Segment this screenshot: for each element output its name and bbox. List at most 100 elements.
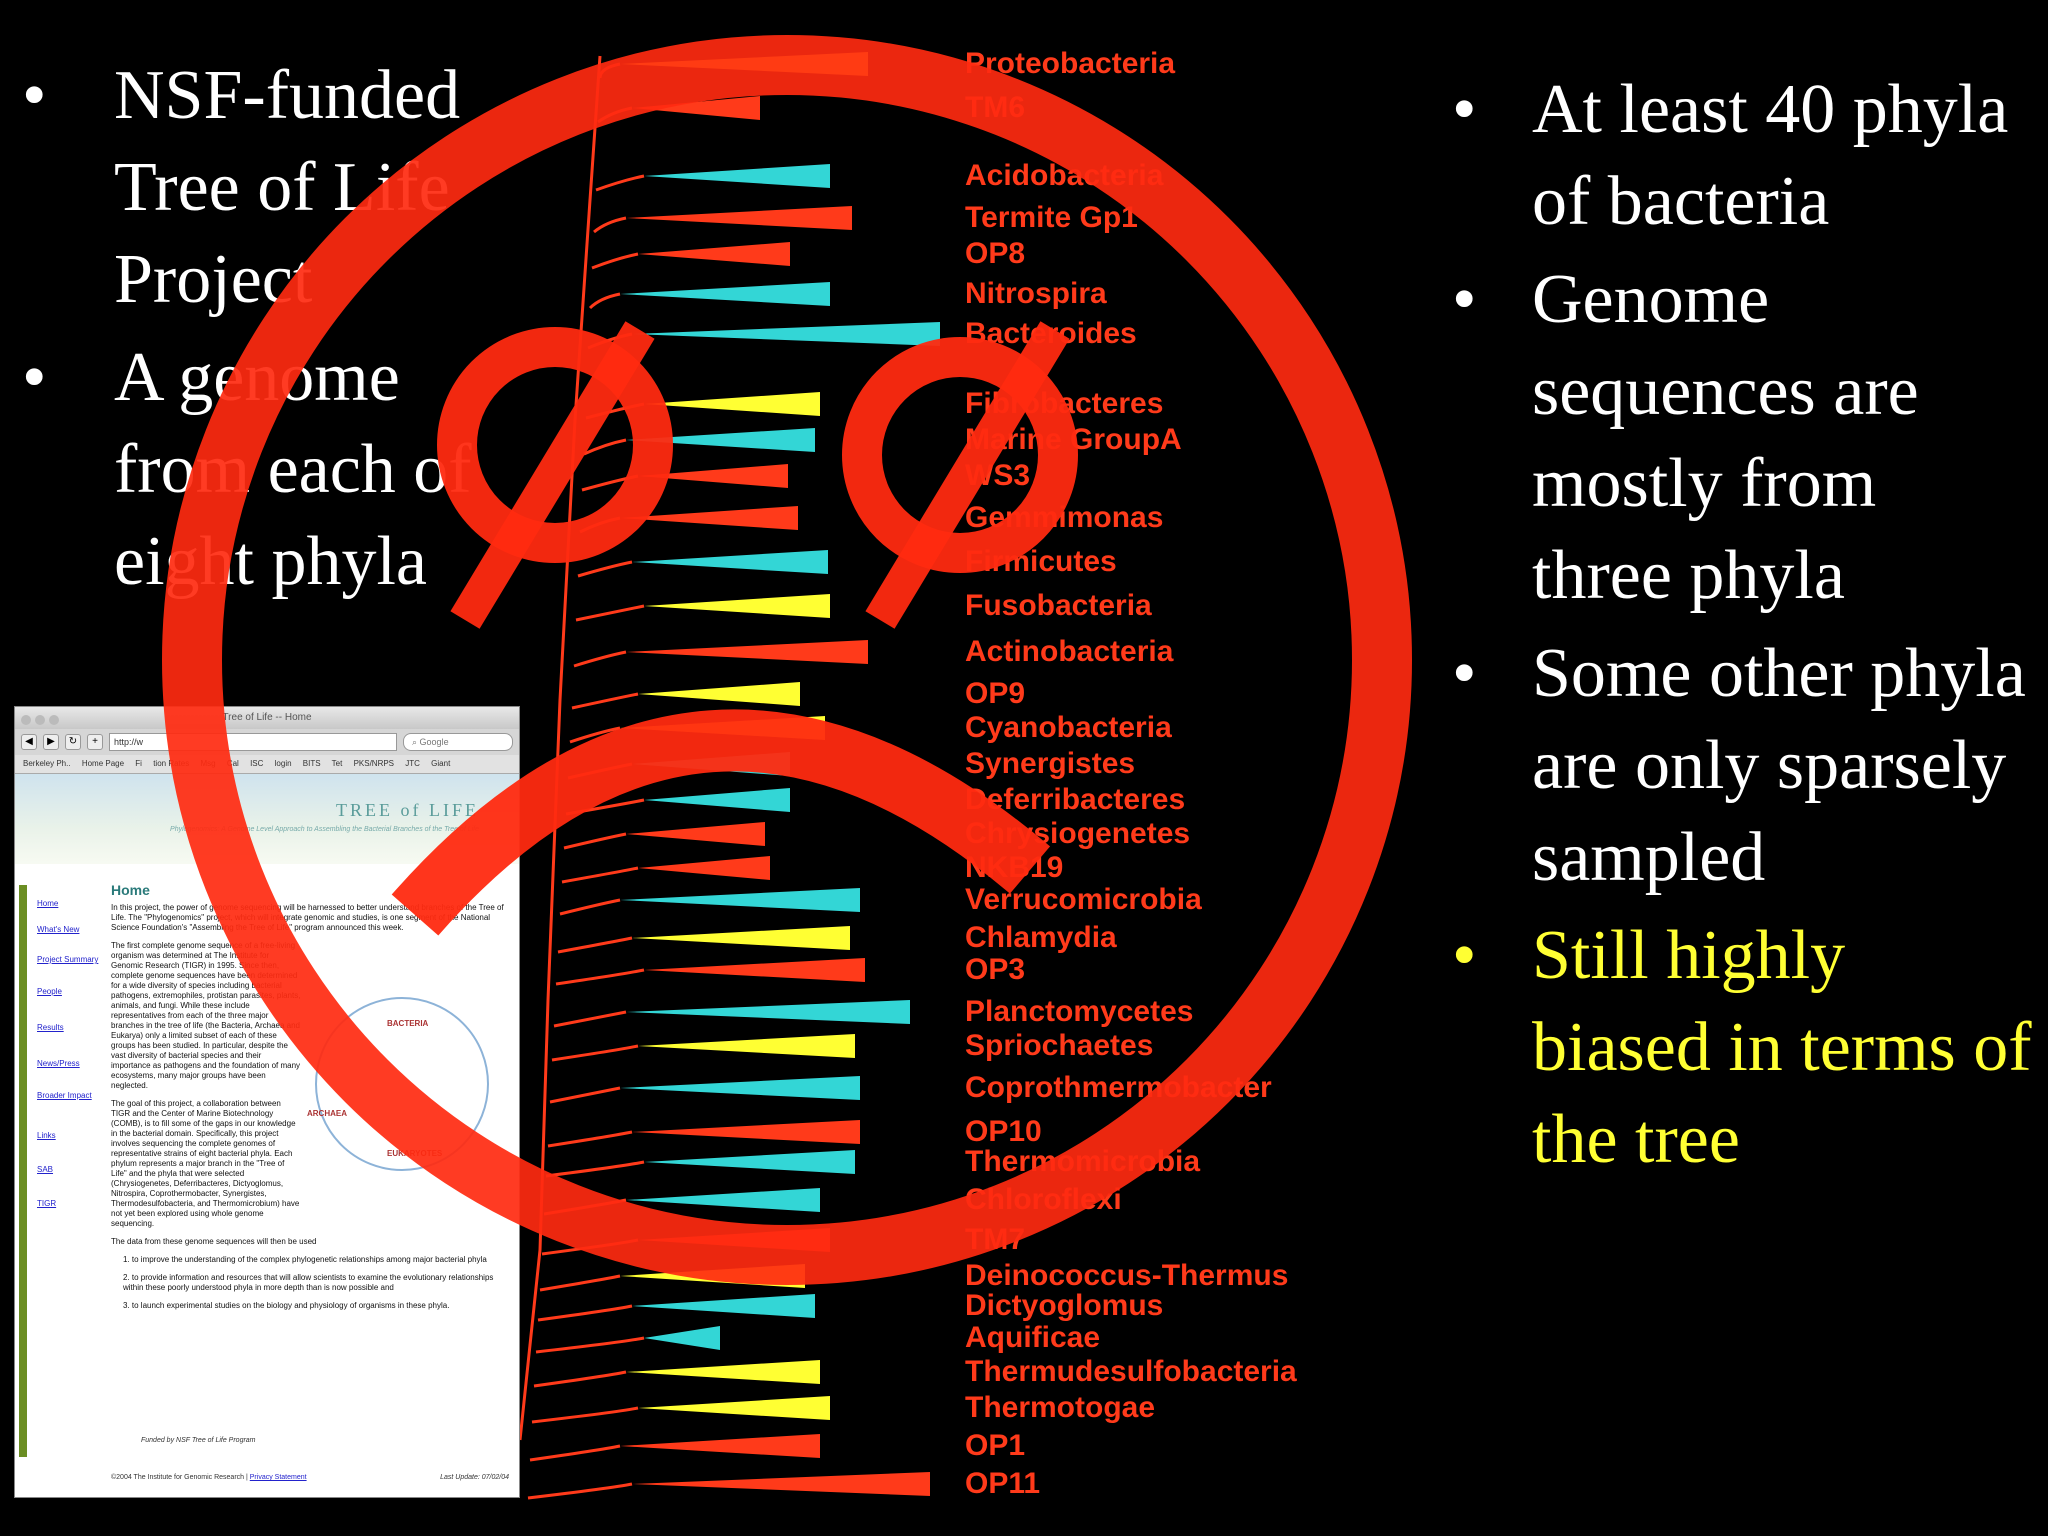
add-icon[interactable]: + bbox=[87, 734, 103, 750]
bookmark-item[interactable]: Cal bbox=[226, 759, 239, 768]
phylum-wedge bbox=[632, 1294, 815, 1318]
phylum-label: Fusobacteria bbox=[965, 589, 1152, 622]
phylum-label: WS3 bbox=[965, 459, 1031, 492]
phylum-wedge bbox=[620, 1076, 860, 1100]
tree-branch bbox=[588, 292, 621, 310]
tree-branch bbox=[569, 726, 621, 744]
phylum-label: Thermudesulfobacteria bbox=[965, 1355, 1297, 1388]
phylum-wedge bbox=[620, 52, 868, 76]
tree-branch bbox=[583, 438, 627, 456]
phylum-label: OP10 bbox=[965, 1115, 1042, 1148]
phylum-wedge bbox=[620, 888, 860, 912]
search-placeholder: Google bbox=[419, 737, 449, 747]
diagram-label-archaea: ARCHAEA bbox=[307, 1109, 347, 1118]
nav-results[interactable]: Results bbox=[37, 1023, 64, 1032]
bookmark-item[interactable]: JTC bbox=[405, 759, 420, 768]
browser-title: Tree of Life -- Home bbox=[222, 712, 312, 723]
tree-branch bbox=[551, 1044, 639, 1062]
bullet-genome-eight-phyla: A genome from each of eight phyla bbox=[22, 332, 482, 608]
phylum-wedge bbox=[626, 1360, 820, 1384]
tree-branch bbox=[535, 1336, 645, 1354]
nav-home[interactable]: Home bbox=[37, 899, 59, 908]
phylum-wedge bbox=[632, 322, 940, 346]
diagram-label-bacteria: BACTERIA bbox=[387, 1019, 429, 1028]
bullet-forty-phyla: At least 40 phyla of bacteria bbox=[1452, 64, 2032, 248]
tree-branch bbox=[527, 1482, 633, 1500]
tree-branch bbox=[581, 474, 639, 492]
phylum-label: Termite Gp1 bbox=[965, 201, 1138, 234]
nav-sab[interactable]: SAB bbox=[37, 1165, 54, 1174]
nav-broader-impact[interactable]: Broader Impact bbox=[37, 1091, 92, 1100]
phylum-label: OP9 bbox=[965, 677, 1026, 710]
bookmark-item[interactable]: PKS/NRPS bbox=[353, 759, 395, 768]
content-list-item: 3. to launch experimental studies on the… bbox=[123, 1301, 450, 1310]
phylum-label: Verrucomicrobia bbox=[965, 883, 1202, 916]
phylum-wedge bbox=[626, 1188, 820, 1212]
diagram-label-eukaryotes: EUKARYOTES bbox=[387, 1149, 443, 1158]
nav-news-press[interactable]: News/Press bbox=[37, 1059, 80, 1068]
tree-branch bbox=[591, 252, 639, 270]
phylum-wedge bbox=[626, 640, 868, 664]
phylum-wedge bbox=[632, 1120, 860, 1144]
site-footer: Funded by NSF Tree of Life Program ©2004… bbox=[111, 1437, 509, 1481]
phylum-label: Proteobacteria bbox=[965, 47, 1176, 80]
close-icon[interactable] bbox=[21, 715, 31, 725]
phylum-wedge bbox=[644, 164, 830, 188]
bookmark-item[interactable]: Msg bbox=[200, 759, 216, 768]
phylum-wedge bbox=[632, 926, 850, 950]
tree-branch bbox=[547, 1130, 633, 1148]
phylum-wedge bbox=[638, 1034, 855, 1058]
nav-tigr[interactable]: TIGR bbox=[37, 1199, 57, 1208]
tree-of-life-diagram: BACTERIA ARCHAEA EUKARYOTES bbox=[307, 997, 489, 1171]
content-paragraph: The first complete genome sequence of a … bbox=[111, 941, 301, 1090]
minimize-icon[interactable] bbox=[35, 715, 45, 725]
phylum-label: NKB19 bbox=[965, 851, 1064, 884]
phylum-label: Cyanobacteria bbox=[965, 711, 1172, 744]
bookmark-item[interactable]: Tet bbox=[331, 759, 343, 768]
zoom-icon[interactable] bbox=[49, 715, 59, 725]
tree-branch bbox=[537, 1304, 633, 1322]
phylum-wedge bbox=[638, 464, 788, 488]
tree-branch bbox=[563, 832, 627, 850]
bookmark-item[interactable]: login bbox=[274, 759, 292, 768]
address-bar[interactable]: http://w bbox=[109, 733, 397, 751]
nav-links[interactable]: Links bbox=[37, 1131, 56, 1140]
tree-branch bbox=[573, 650, 627, 668]
reload-icon[interactable]: ↻ bbox=[65, 734, 81, 750]
phylum-wedge bbox=[632, 1472, 930, 1496]
tree-branch bbox=[559, 898, 621, 916]
phylum-label: Acidobacteria bbox=[965, 159, 1164, 192]
bookmark-item[interactable]: ISC bbox=[250, 759, 264, 768]
forward-icon[interactable]: ▶ bbox=[43, 734, 59, 750]
tree-branch bbox=[557, 936, 633, 954]
phylum-wedge bbox=[626, 428, 815, 452]
content-list-item: 2. to provide information and resources … bbox=[123, 1273, 494, 1292]
search-input[interactable]: ⌕ Google bbox=[403, 733, 513, 751]
content-paragraph: In this project, the power of genome seq… bbox=[111, 903, 504, 932]
bookmark-item[interactable]: tion Rates bbox=[153, 759, 190, 768]
phylum-label: Fibrobacteres bbox=[965, 387, 1164, 420]
phylum-label: Coprothmermobacter bbox=[965, 1071, 1272, 1104]
nav-project-summary[interactable]: Project Summary bbox=[37, 955, 99, 964]
bookmark-item[interactable]: Giant bbox=[431, 759, 451, 768]
back-icon[interactable]: ◀ bbox=[21, 734, 37, 750]
nav-people[interactable]: People bbox=[37, 987, 62, 996]
bookmark-item[interactable]: BITS bbox=[302, 759, 321, 768]
content-list-item: 1. to improve the understanding of the c… bbox=[123, 1255, 487, 1264]
tree-branch bbox=[565, 798, 645, 816]
phylum-wedge bbox=[620, 1434, 820, 1458]
bullet-nsf-tree-of-life: NSF-funded Tree of Life Project bbox=[22, 50, 482, 326]
phylum-wedge bbox=[644, 788, 790, 812]
phylum-label: Marine GroupA bbox=[965, 423, 1182, 456]
phylum-wedge bbox=[626, 206, 852, 230]
phylum-label: Deferribacteres bbox=[965, 783, 1186, 816]
bookmark-item[interactable]: Home Page bbox=[81, 759, 125, 768]
bookmark-item[interactable]: Fi bbox=[135, 759, 142, 768]
phylum-label: Nitrospira bbox=[965, 277, 1107, 310]
tree-branch bbox=[529, 1444, 621, 1462]
phylum-wedge bbox=[644, 1326, 720, 1350]
privacy-link[interactable]: Privacy Statement bbox=[249, 1474, 307, 1481]
nav-whats-new[interactable]: What's New bbox=[37, 925, 80, 934]
bookmark-item[interactable]: Berkeley Ph.. bbox=[23, 759, 71, 768]
site-sidebar: Home What's New Project Summary People R… bbox=[15, 885, 103, 1497]
